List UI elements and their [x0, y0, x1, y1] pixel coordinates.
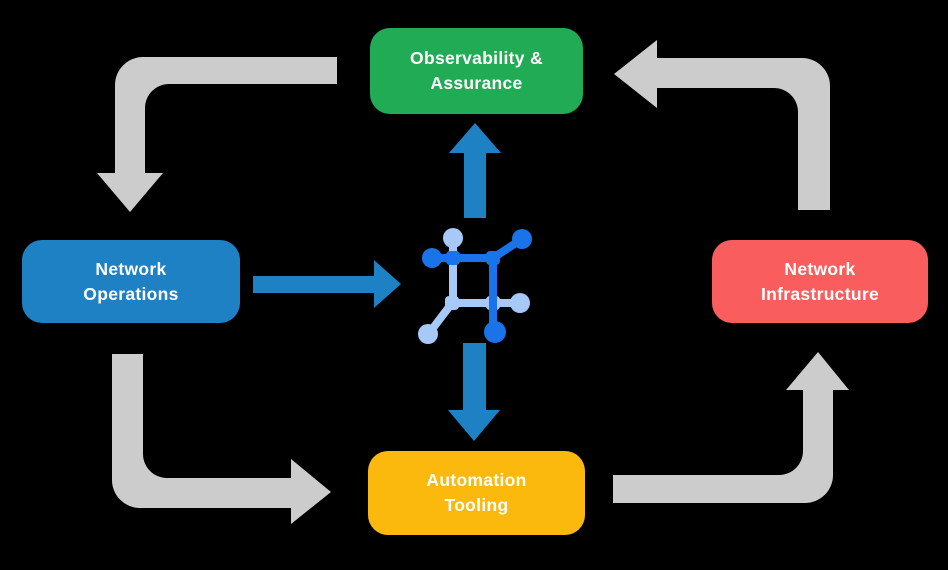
icon-node — [445, 296, 459, 310]
node-network-operations: Network Operations — [22, 240, 240, 323]
node-label-line2: Tooling — [444, 495, 509, 515]
network-automation-icon — [418, 228, 532, 344]
arrow-infrastructure-to-observability — [614, 40, 830, 210]
node-label-line2: Assurance — [430, 73, 523, 93]
icon-dark-nodes — [422, 229, 532, 343]
icon-light-nodes — [418, 228, 530, 344]
node-label-line1: Network — [95, 258, 167, 279]
icon-node — [510, 293, 530, 313]
arrow-operations-to-automation — [112, 354, 331, 524]
node-network-infrastructure: Network Infrastructure — [712, 240, 928, 323]
icon-node — [422, 248, 442, 268]
node-observability-assurance: Observability & Assurance — [370, 28, 583, 114]
icon-node — [418, 324, 438, 344]
icon-node — [443, 228, 463, 248]
node-label-line1: Automation — [426, 470, 527, 491]
node-automation-tooling: Automation Tooling — [368, 451, 585, 535]
icon-node — [512, 229, 532, 249]
icon-node — [486, 251, 500, 265]
arrow-automation-to-infrastructure — [613, 352, 849, 503]
arrow-observability-to-operations — [97, 57, 337, 212]
node-label-line1: Observability & — [410, 48, 543, 69]
arrow-center-to-observability — [449, 123, 501, 218]
node-label-line1: Network — [784, 258, 856, 279]
arrow-operations-to-center — [253, 260, 401, 308]
icon-node — [484, 321, 506, 343]
arrow-center-to-automation — [448, 343, 500, 441]
node-label-line2: Infrastructure — [761, 283, 879, 304]
node-label-line2: Operations — [83, 283, 179, 304]
icon-node — [446, 251, 460, 265]
